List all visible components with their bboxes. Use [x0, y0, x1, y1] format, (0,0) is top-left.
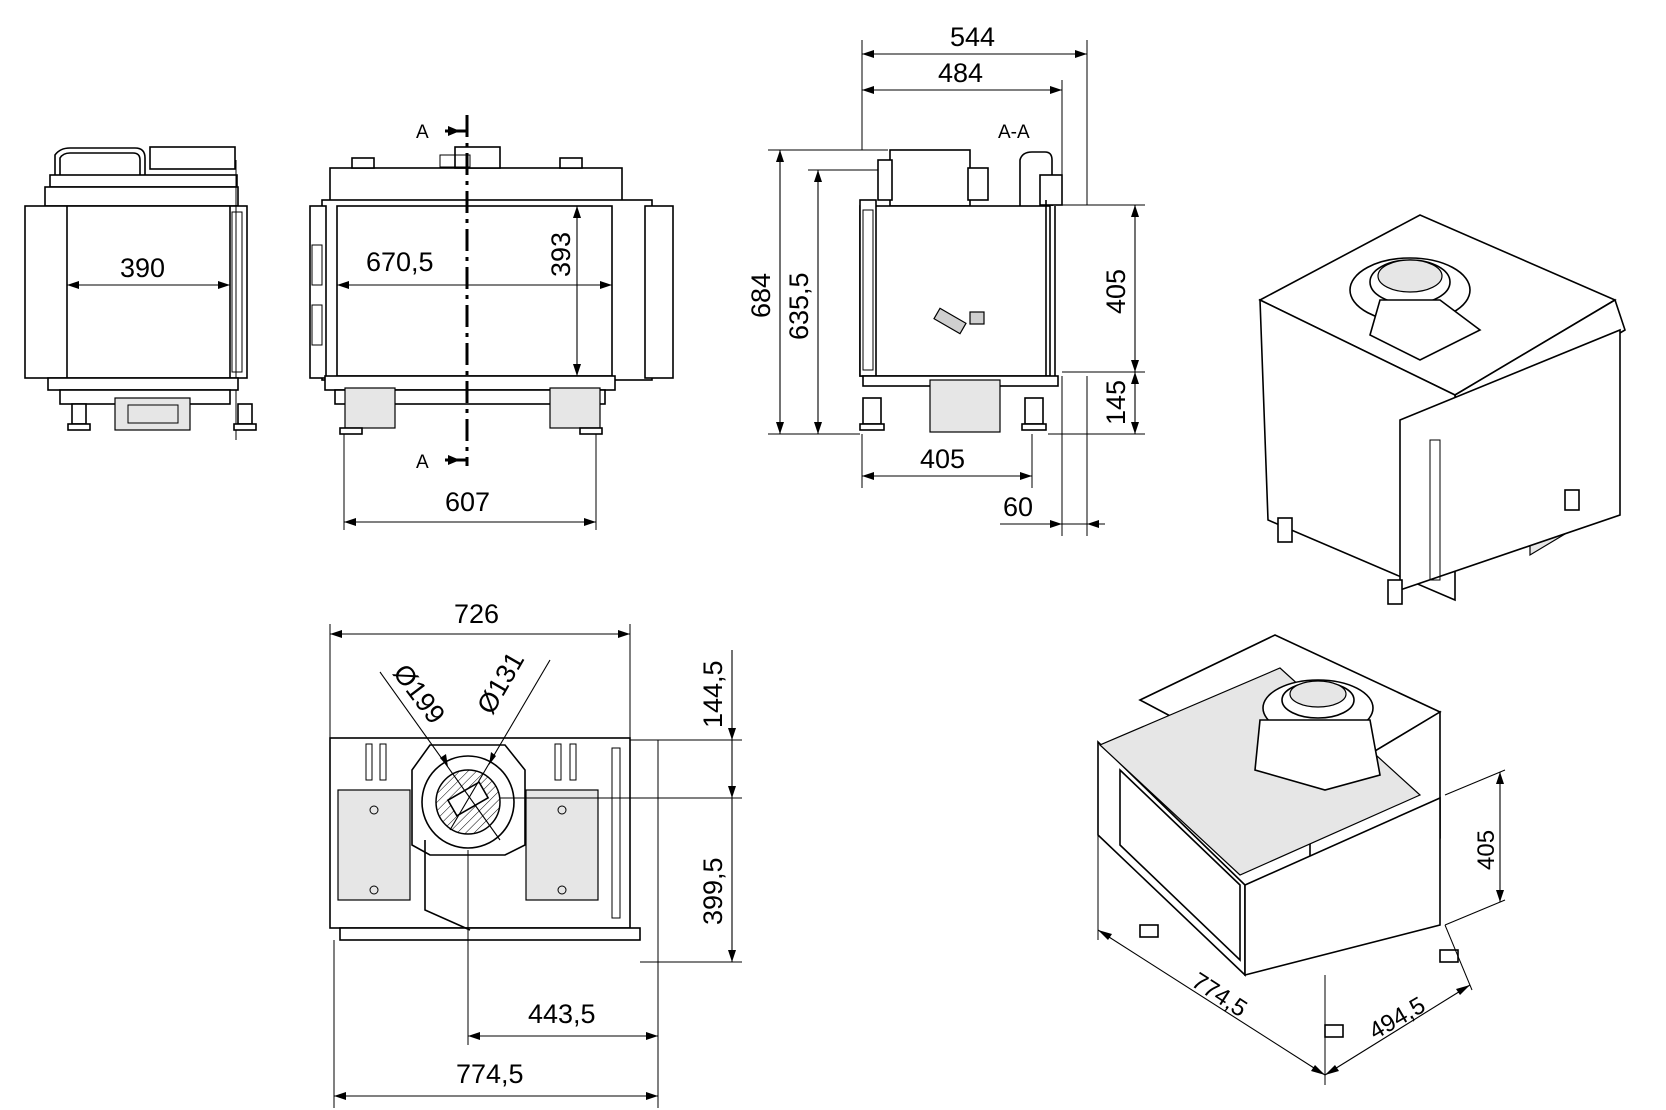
depth-front-label: 144,5 [698, 660, 728, 728]
section-height-body-label: 635,5 [784, 272, 814, 340]
top-view [329, 737, 641, 941]
front-view: A A [309, 115, 674, 473]
iso-height-dimension: 405 [1444, 769, 1506, 926]
iso-width-label: 774,5 [1187, 967, 1252, 1022]
section-marker-top: A [416, 122, 429, 143]
section-marker-bottom: A [416, 452, 429, 473]
front-height-dimension: 393 [546, 206, 581, 376]
front-width-dimension: 670,5 [337, 247, 612, 289]
iso-depth-label: 494,5 [1365, 992, 1431, 1045]
section-right-dimensions: 405 145 [1048, 204, 1145, 435]
flue-offset-label: 443,5 [528, 999, 596, 1029]
section-glass-offset-label: 60 [1003, 492, 1033, 522]
iso-height-label: 405 [1473, 830, 1500, 870]
depth-rear-label: 399,5 [698, 857, 728, 925]
side-width-label: 390 [120, 253, 165, 283]
section-view: A-A [859, 122, 1063, 433]
top-bottom-dimensions: 443,5 774,5 [333, 740, 659, 1108]
section-depth-dimensions: 544 484 [861, 22, 1088, 205]
side-view [24, 146, 257, 440]
feet-span-dimension: 607 [343, 434, 597, 530]
section-depth-body-label: 484 [938, 58, 983, 88]
section-base-height-label: 145 [1101, 380, 1131, 425]
front-width-label: 670,5 [366, 247, 434, 277]
section-height-dimensions: 684 635,5 [746, 149, 888, 435]
feet-span-label: 607 [445, 487, 490, 517]
section-bottom-dimensions: 405 60 [861, 376, 1105, 536]
section-title: A-A [998, 122, 1030, 143]
top-width-label: 726 [454, 599, 499, 629]
top-total-width-label: 774,5 [456, 1059, 524, 1089]
section-depth-total-label: 544 [950, 22, 995, 52]
iso-view-upper [1258, 214, 1626, 605]
section-opening-height-label: 405 [1101, 269, 1131, 314]
section-base-depth-label: 405 [920, 444, 965, 474]
side-width-dimension: 390 [67, 253, 230, 289]
front-height-label: 393 [546, 232, 576, 277]
iso-view-lower [1097, 634, 1459, 1038]
section-height-total-label: 684 [746, 273, 776, 318]
dia-outer-label: Ø199 [387, 659, 451, 730]
top-depth-dimensions: 144,5 399,5 [500, 650, 742, 963]
top-width-dimension: 726 [329, 599, 631, 738]
